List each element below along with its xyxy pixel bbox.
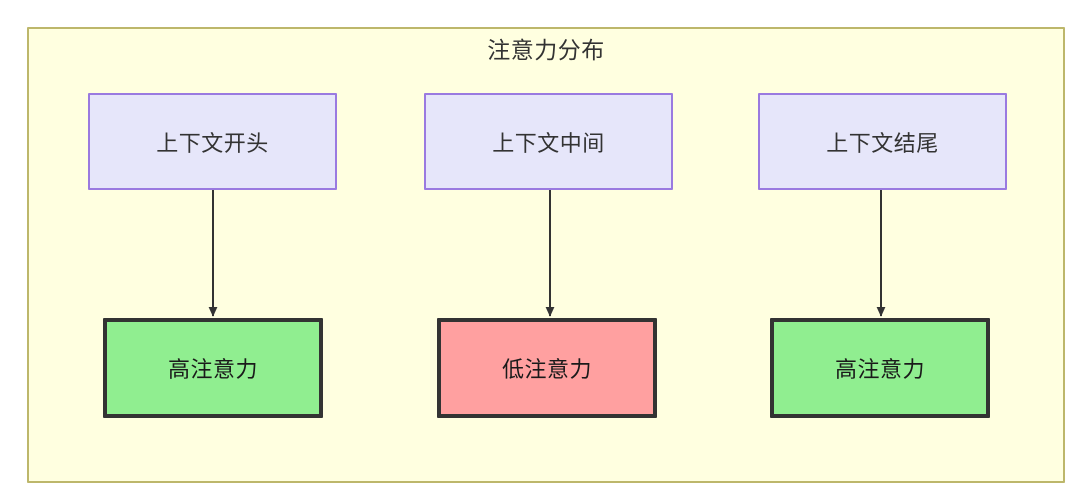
- attention-node-high-end-label: 高注意力: [834, 357, 925, 382]
- attention-node-low-middle[interactable]: 低注意力: [437, 318, 657, 418]
- attention-node-high-beginning[interactable]: 高注意力: [103, 318, 323, 418]
- context-node-end-label: 上下文结尾: [826, 130, 939, 156]
- context-node-end[interactable]: 上下文结尾: [758, 93, 1007, 190]
- context-node-beginning-label: 上下文开头: [156, 130, 269, 156]
- attention-node-high-end[interactable]: 高注意力: [770, 318, 990, 418]
- diagram-title: 注意力分布: [487, 37, 605, 63]
- attention-node-high-beginning-label: 高注意力: [167, 357, 258, 382]
- context-node-beginning[interactable]: 上下文开头: [88, 93, 337, 190]
- attention-node-low-middle-label: 低注意力: [501, 357, 592, 382]
- context-node-middle-label: 上下文中间: [492, 130, 605, 156]
- context-node-middle[interactable]: 上下文中间: [424, 93, 673, 190]
